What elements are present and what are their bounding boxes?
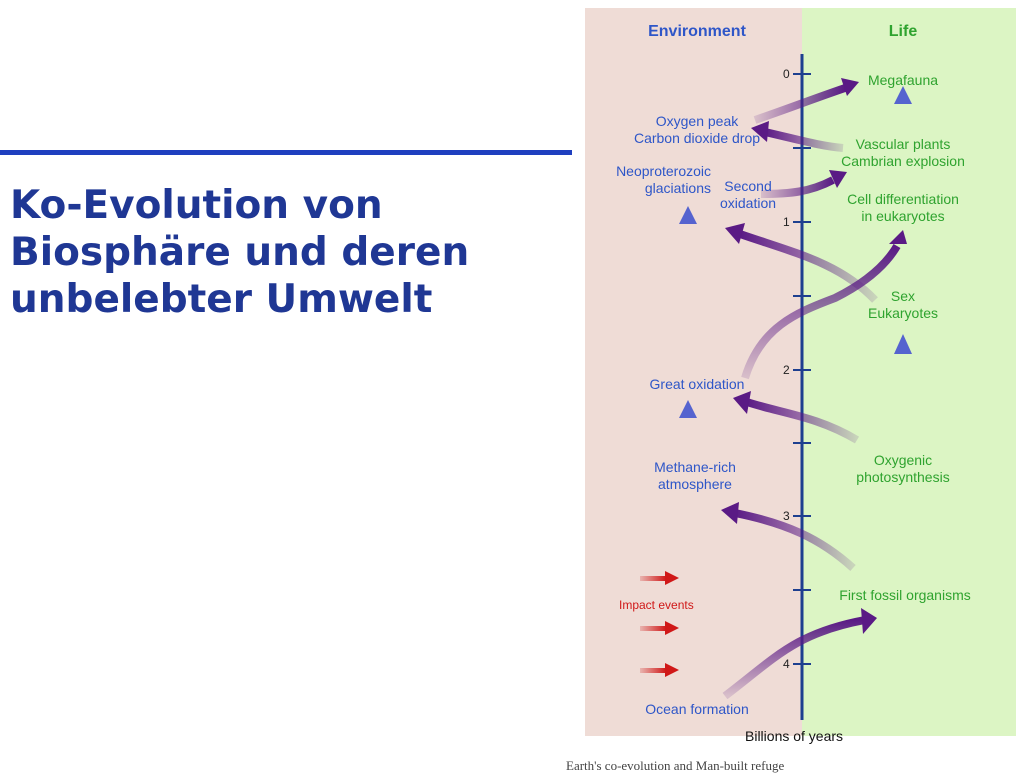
arrow-right-icon bbox=[665, 663, 679, 677]
axis-tick-label: 3 bbox=[783, 509, 790, 523]
axis-title: Billions of years bbox=[745, 728, 844, 744]
life-panel bbox=[802, 8, 1016, 736]
life-event-oxygenic-photosynthesis: Oxygenic photosynthesis bbox=[856, 452, 950, 485]
env-progression-arrows bbox=[679, 206, 697, 456]
arrow-head-icon bbox=[894, 334, 912, 354]
life-event-megafauna: Megafauna bbox=[867, 72, 939, 88]
arrow-head-icon bbox=[733, 391, 751, 414]
life-event-first-fossil: First fossil organisms bbox=[839, 587, 971, 603]
life-progression-arrows bbox=[894, 86, 912, 448]
arrow-right-icon bbox=[665, 621, 679, 635]
figure-caption: Earth's co-evolution and Man-built refug… bbox=[566, 758, 785, 773]
impact-arrows bbox=[640, 571, 679, 677]
slide-title-line: unbelebter Umwelt bbox=[10, 277, 433, 322]
arrow-head-icon bbox=[751, 121, 769, 142]
env-event-methane: Methane-rich atmosphere bbox=[654, 459, 736, 492]
arrow-right-icon bbox=[665, 571, 679, 585]
slide-title: Ko-Evolution von Biosphäre und deren unb… bbox=[10, 182, 570, 323]
life-event-vascular-plants: Vascular plants Cambrian explosion bbox=[841, 136, 965, 169]
env-event-second-oxidation: Second oxidation bbox=[719, 178, 777, 211]
arrow-head-icon bbox=[725, 223, 745, 244]
axis-tick-label: 1 bbox=[783, 215, 790, 229]
impact-events-label: Impact events bbox=[619, 598, 694, 612]
arrow-head-icon bbox=[889, 230, 907, 244]
axis-tick-label: 4 bbox=[783, 657, 790, 671]
axis-tick-label: 2 bbox=[783, 363, 790, 377]
env-event-great-oxidation: Great oxidation bbox=[649, 376, 745, 392]
coevolution-diagram: Environment Life 0 1 2 3 4 Oxygen peak C… bbox=[585, 8, 1016, 744]
arrow-head-icon bbox=[721, 502, 739, 524]
life-event-sex-eukaryotes: Sex Eukaryotes bbox=[867, 288, 939, 321]
interaction-arrows bbox=[721, 78, 907, 700]
title-divider-line bbox=[0, 150, 572, 155]
arrow-head-icon bbox=[861, 608, 877, 634]
arrow-head-icon bbox=[679, 206, 697, 224]
env-event-ocean-formation: Ocean formation bbox=[645, 701, 749, 717]
diagram-graphics bbox=[585, 8, 1016, 736]
arrow-head-icon bbox=[841, 78, 859, 96]
slide-title-line: Ko-Evolution von bbox=[10, 183, 383, 228]
axis-tick-label: 0 bbox=[783, 67, 790, 81]
life-header: Life bbox=[888, 23, 918, 40]
axis-ticks bbox=[793, 73, 811, 665]
slide-title-line: Biosphäre und deren bbox=[10, 230, 470, 275]
arrow-head-icon bbox=[679, 400, 697, 418]
life-event-cell-differentiation: Cell differentiation in eukaryotes bbox=[847, 191, 959, 224]
arrow-head-icon bbox=[829, 170, 847, 188]
environment-header: Environment bbox=[648, 23, 746, 40]
env-event-neoproterozoic: Neoproterozoic glaciations bbox=[616, 163, 711, 196]
env-event-oxygen-peak: Oxygen peak Carbon dioxide drop bbox=[633, 113, 761, 146]
arrow-head-icon bbox=[894, 86, 912, 104]
